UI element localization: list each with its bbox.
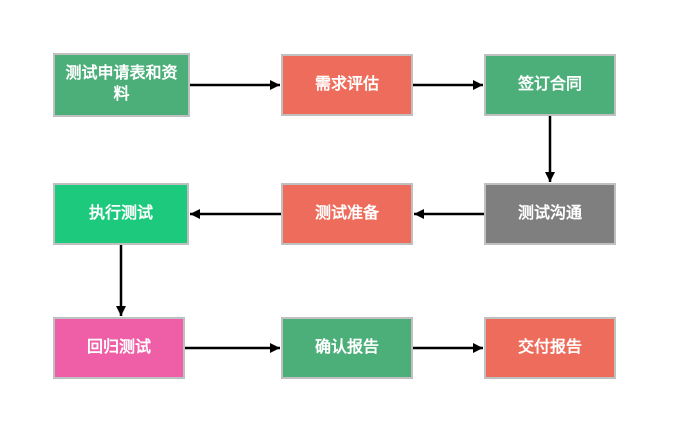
node-sign-contract: 签订合同 <box>484 54 616 116</box>
node-confirm-report: 确认报告 <box>281 317 413 379</box>
node-requirement-evaluation: 需求评估 <box>281 54 413 116</box>
node-regression-test: 回归测试 <box>53 317 185 379</box>
node-execute-test: 执行测试 <box>53 183 189 245</box>
node-test-preparation: 测试准备 <box>281 183 413 245</box>
node-deliver-report: 交付报告 <box>484 317 616 379</box>
node-test-application-form: 测试申请表和资料 <box>53 53 190 117</box>
node-test-communication: 测试沟通 <box>484 183 616 245</box>
